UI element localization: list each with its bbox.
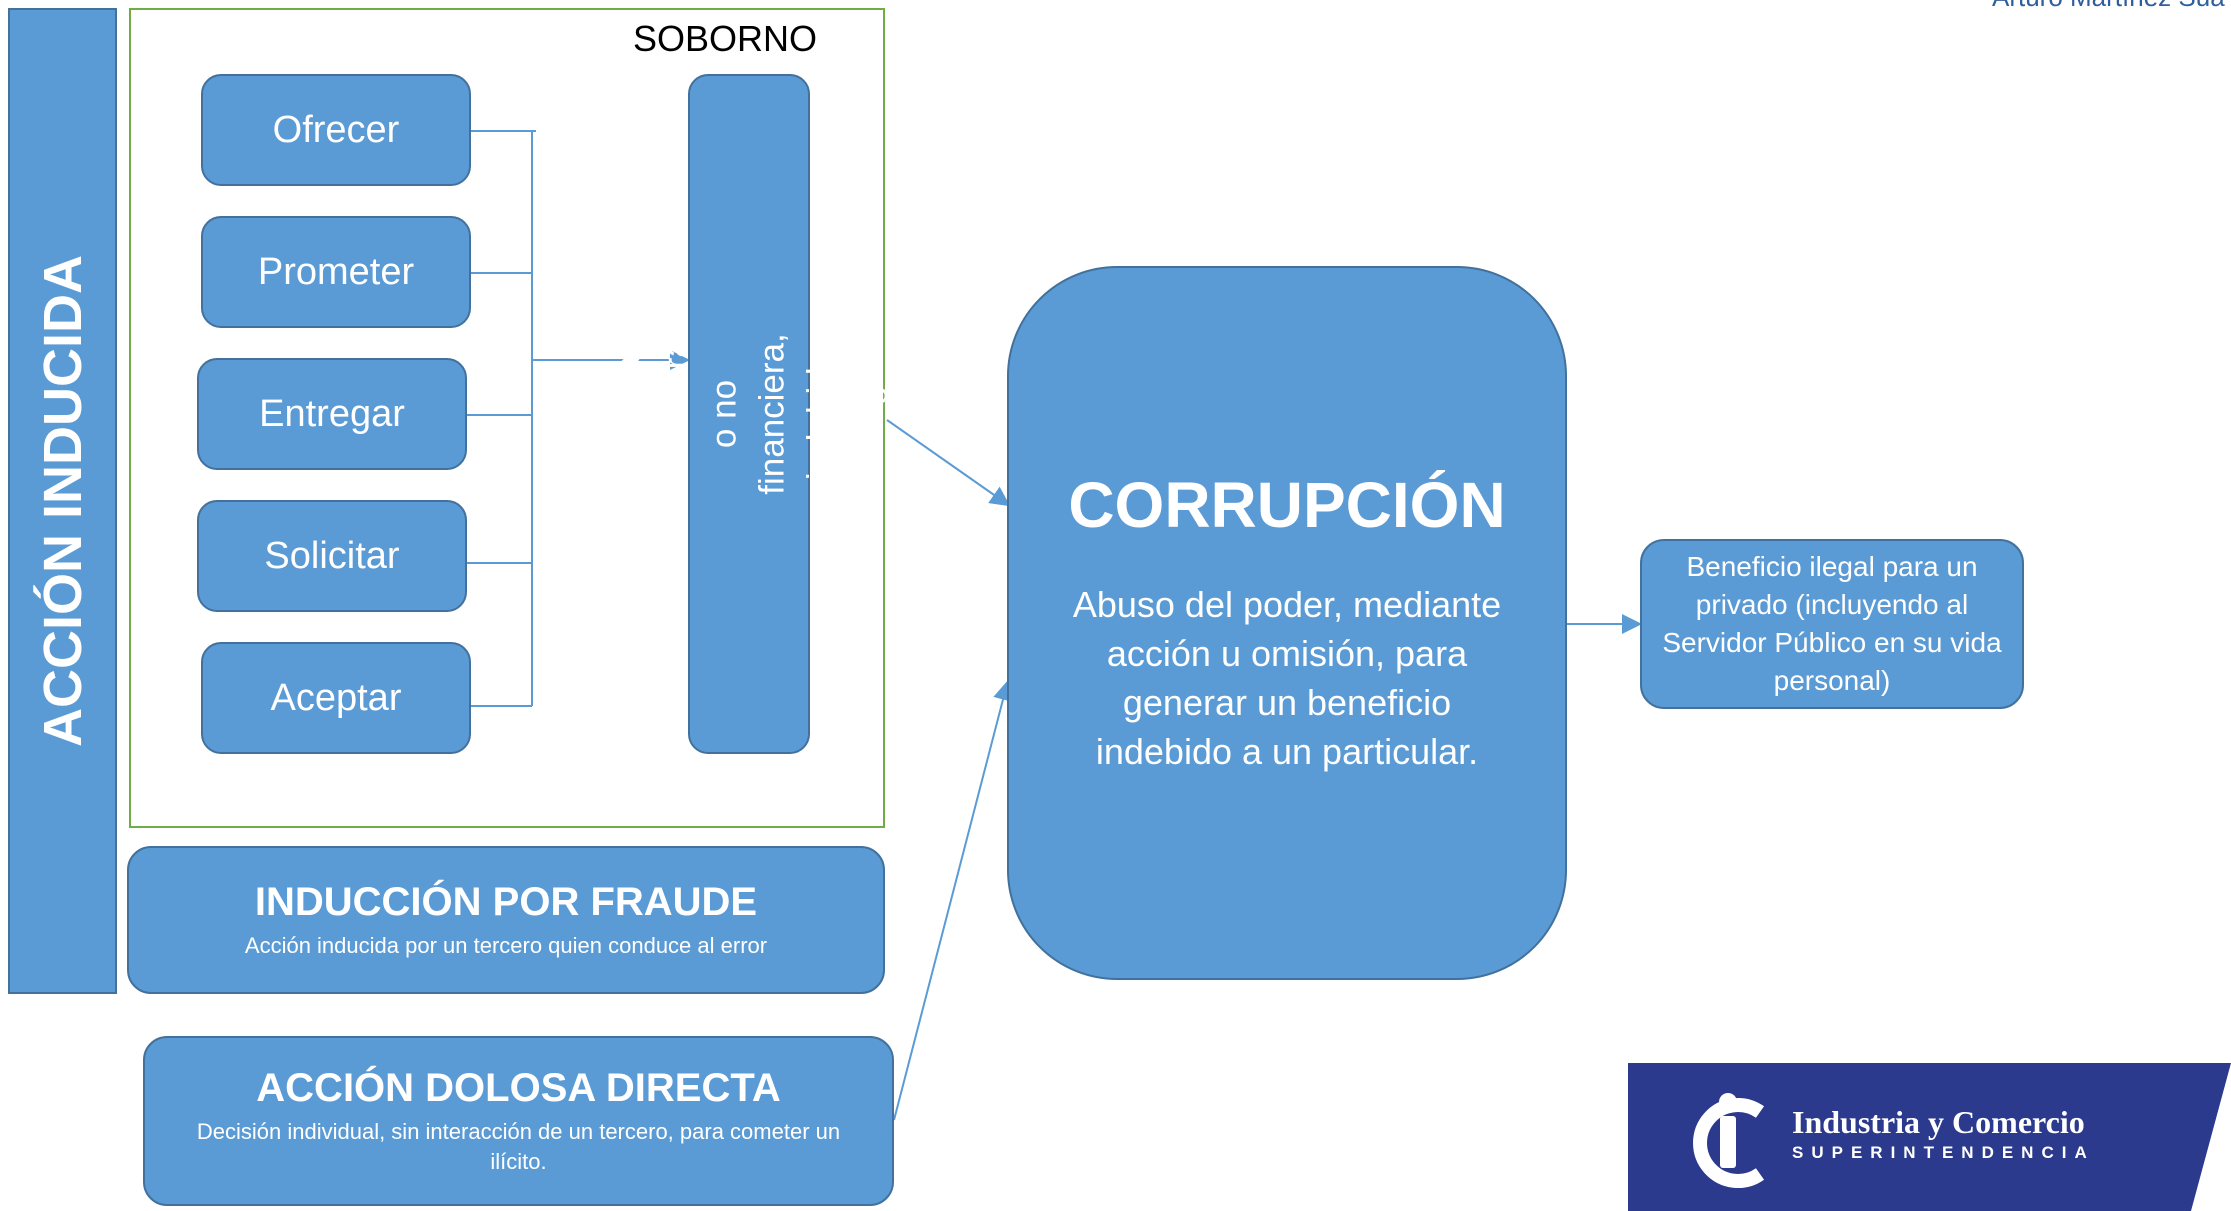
action-ofrecer: Ofrecer <box>201 74 471 186</box>
action-entregar: Entregar <box>197 358 467 470</box>
logo-background <box>1628 1063 2231 1211</box>
action-prometer: Prometer <box>201 216 471 328</box>
corrupcion-title: CORRUPCIÓN <box>1068 469 1506 541</box>
logo: Industria y Comercio SUPERINTENDENCIA <box>1792 1104 2095 1163</box>
beneficio-box: Beneficio ilegal para un privado (incluy… <box>1640 539 2024 709</box>
soborno-frame <box>129 8 885 828</box>
fraude-title: INDUCCIÓN POR FRAUDE <box>254 879 758 924</box>
corrupcion-description: Abuso del poder, mediante acción u omisi… <box>1072 584 1502 772</box>
dolosa-subtitle: Decisión individual, sin interacción de … <box>196 1118 841 1174</box>
author-name: Arturo Martínez Sua <box>1992 0 2225 13</box>
arrow-soborno-to-corrupcion <box>886 419 1011 507</box>
soborno-title: SOBORNO <box>632 18 818 59</box>
ventaja-text: Ventaja financiera o no financiera, inde… <box>609 333 889 495</box>
dolosa-title: ACCIÓN DOLOSA DIRECTA <box>256 1065 781 1110</box>
logo-title: Industria y Comercio <box>1792 1104 2085 1140</box>
logo-ic-icon <box>1693 1093 1765 1188</box>
action-solicitar: Solicitar <box>197 500 467 612</box>
action-aceptar: Aceptar <box>201 642 471 754</box>
accion-dolosa-box: ACCIÓN DOLOSA DIRECTA Decisión individua… <box>143 1036 894 1206</box>
accion-inducida-sidebar: ACCIÓN INDUCIDA <box>8 8 117 994</box>
arrow-dolosa-to-corrupcion <box>893 680 1013 1121</box>
logo-subtitle: SUPERINTENDENCIA <box>1792 1143 2095 1162</box>
induccion-fraude-box: INDUCCIÓN POR FRAUDE Acción inducida por… <box>127 846 885 994</box>
sidebar-label: ACCIÓN INDUCIDA <box>32 255 93 747</box>
ventaja-box: Ventaja financiera o no financiera, inde… <box>609 74 888 754</box>
fraude-subtitle: Acción inducida por un tercero quien con… <box>244 932 768 958</box>
corrupcion-box: CORRUPCIÓN Abuso del poder, mediante acc… <box>1007 266 1567 980</box>
